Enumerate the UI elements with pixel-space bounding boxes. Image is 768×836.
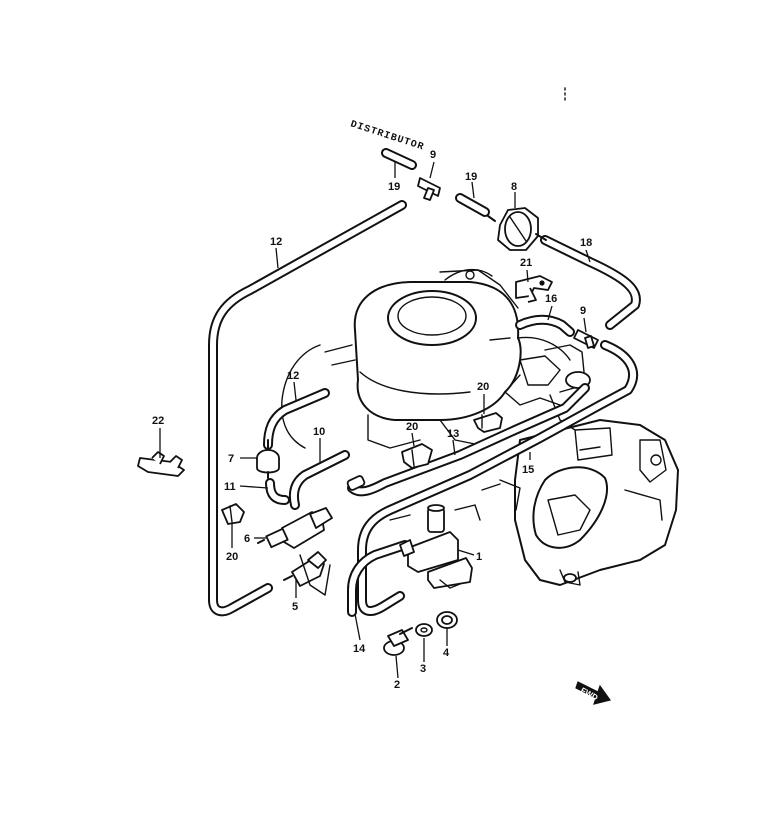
callout-11: 11 bbox=[224, 481, 236, 493]
hose-13 bbox=[208, 200, 407, 617]
pipe-stub bbox=[346, 475, 366, 491]
clamp-21 bbox=[515, 275, 553, 303]
check-valve-7 bbox=[256, 439, 280, 479]
callout-4: 4 bbox=[443, 647, 450, 659]
callout-1: 1 bbox=[476, 551, 482, 563]
callout-13: 12 bbox=[270, 236, 282, 248]
callout-7: 7 bbox=[228, 453, 234, 465]
callout-19-right: 19 bbox=[465, 171, 477, 183]
callout-15: 14 bbox=[353, 643, 366, 655]
bolt-2 bbox=[383, 627, 413, 656]
callout-19-left: 19 bbox=[388, 181, 400, 193]
callout-22: 22 bbox=[152, 415, 164, 427]
callout-18: 18 bbox=[580, 237, 592, 249]
sensor-5 bbox=[283, 551, 327, 587]
vacuum-valve-8 bbox=[487, 207, 547, 251]
sensor-6 bbox=[257, 507, 333, 549]
callout-21: 21 bbox=[520, 257, 532, 269]
hose-19-left bbox=[381, 148, 417, 170]
clip-22 bbox=[137, 451, 185, 477]
callout-10: 10 bbox=[313, 426, 325, 438]
callout-20-upper: 20 bbox=[477, 381, 489, 393]
callout-17: 16 bbox=[545, 293, 557, 305]
callout-5: 5 bbox=[292, 601, 298, 613]
leader-lines bbox=[159, 161, 591, 679]
hose-10 bbox=[288, 450, 350, 510]
callout-20-left: 20 bbox=[226, 551, 238, 563]
callout-12: 12 bbox=[287, 370, 299, 382]
clamp-20-upper bbox=[473, 412, 503, 433]
washer-3 bbox=[415, 623, 433, 637]
grommet-4 bbox=[436, 611, 458, 629]
callout-8: 8 bbox=[511, 181, 517, 193]
callout-2: 2 bbox=[394, 679, 400, 691]
callout-16: 15 bbox=[522, 464, 534, 476]
hose-15 bbox=[347, 540, 410, 617]
t-joint-9-lower bbox=[573, 329, 599, 349]
callout-9-lower: 9 bbox=[580, 305, 586, 317]
hose-14 bbox=[347, 383, 590, 497]
solenoid-valve-1 bbox=[399, 504, 473, 589]
clamp-20-middle bbox=[401, 443, 433, 469]
callout-6: 6 bbox=[244, 533, 250, 545]
hose-11 bbox=[265, 478, 290, 505]
intake-manifold bbox=[499, 419, 679, 586]
callout-20-middle: 20 bbox=[406, 421, 418, 433]
hose-16 bbox=[357, 340, 638, 616]
callout-labels: 12 9 19 19 8 18 21 16 9 12 20 10 20 13 1… bbox=[152, 149, 592, 691]
fwd-arrow: FWD bbox=[575, 681, 612, 705]
hose-19-right bbox=[455, 193, 490, 217]
hose-18 bbox=[540, 235, 641, 330]
clamp-20-left bbox=[221, 503, 245, 525]
hose-17 bbox=[515, 314, 575, 337]
callout-3: 3 bbox=[420, 663, 426, 675]
t-joint-9-upper bbox=[417, 177, 441, 201]
callout-9-upper: 9 bbox=[430, 149, 436, 161]
callout-14: 13 bbox=[447, 428, 459, 440]
